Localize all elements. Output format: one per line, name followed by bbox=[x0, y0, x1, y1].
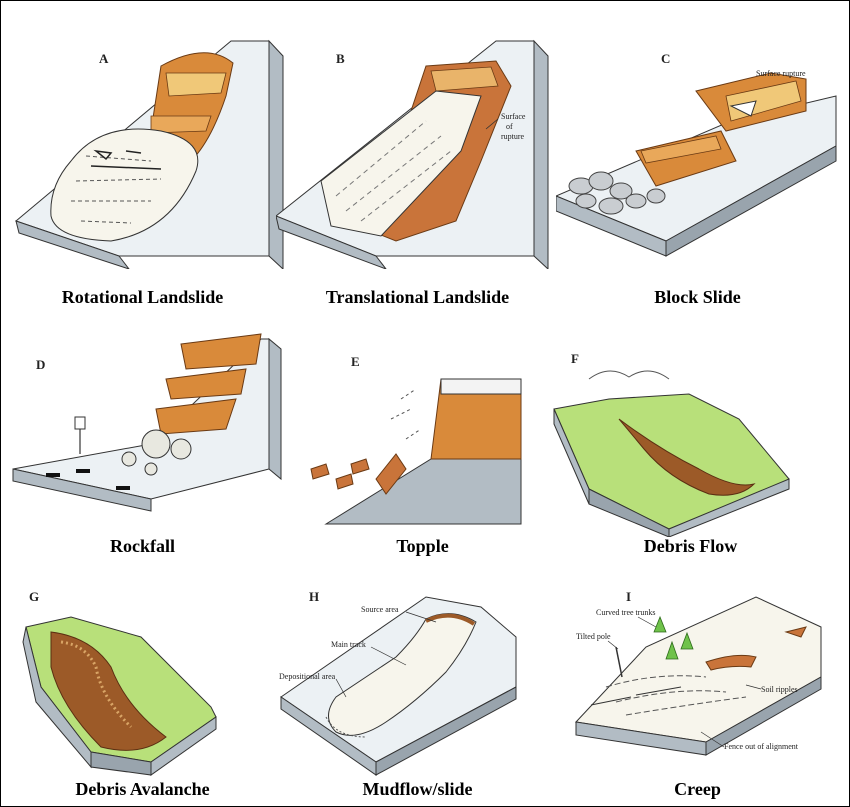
panel-rotational-landslide: A Rotational Landslide bbox=[1, 1, 284, 307]
debris-avalanche-illustration bbox=[22, 616, 217, 776]
rockfall-illustration bbox=[12, 333, 282, 512]
label-main-track: Main track bbox=[331, 640, 366, 649]
panel-letter: G bbox=[29, 589, 40, 604]
label-tilted-pole: Tilted pole bbox=[576, 632, 611, 641]
block-slide-illustration: Surface rupture bbox=[556, 69, 837, 257]
label-source-area: Source area bbox=[361, 605, 399, 614]
panel-letter: D bbox=[36, 357, 46, 372]
panel-letter: C bbox=[661, 51, 671, 66]
panel-block-slide: Surface rupture C Block Slide bbox=[556, 1, 839, 307]
label-soil-ripples: Soil ripples bbox=[761, 685, 798, 694]
label-depositional-area: Depositional area bbox=[279, 672, 336, 681]
label-of: of bbox=[506, 122, 513, 131]
mudflow-slide-illustration: Source area Main track Depositional area bbox=[279, 596, 517, 776]
panel-debris-avalanche: G Debris Avalanche bbox=[1, 537, 284, 805]
label-curved-tree-trunks: Curved tree trunks bbox=[596, 608, 656, 617]
topple-illustration bbox=[310, 378, 522, 525]
panel-translational-landslide: Surface of rupture B Translational Lands… bbox=[276, 1, 559, 307]
panel-caption: Creep bbox=[674, 779, 721, 799]
panel-letter: F bbox=[571, 351, 579, 366]
panel-letter: A bbox=[99, 51, 109, 66]
panel-caption: Topple bbox=[396, 536, 449, 556]
label-surface-rupture: Surface rupture bbox=[756, 69, 806, 78]
label-rupture: rupture bbox=[501, 132, 525, 141]
panel-letter: B bbox=[336, 51, 345, 66]
panel-letter: H bbox=[309, 589, 320, 604]
panel-rockfall: D Rockfall bbox=[1, 269, 284, 556]
panel-letter: E bbox=[351, 354, 360, 369]
debris-flow-illustration bbox=[553, 370, 790, 537]
panel-debris-flow: F Debris Flow bbox=[549, 269, 832, 556]
panel-letter: I bbox=[626, 589, 632, 604]
panel-caption: Mudflow/slide bbox=[362, 779, 473, 799]
translational-landslide-illustration: Surface of rupture bbox=[276, 39, 549, 269]
label-fence-out-of-alignment: Fence out of alignment bbox=[724, 742, 799, 751]
panel-topple: E Topple bbox=[281, 269, 564, 556]
rotational-landslide-illustration bbox=[14, 39, 284, 269]
panel-mudflow-slide: Source area Main track Depositional area… bbox=[276, 537, 559, 805]
panel-caption: Rockfall bbox=[110, 536, 175, 556]
panel-caption: Translational Landslide bbox=[325, 287, 510, 307]
creep-illustration: Curved tree trunks Tilted pole Soil ripp… bbox=[574, 596, 822, 756]
panel-creep: Curved tree trunks Tilted pole Soil ripp… bbox=[556, 537, 839, 805]
panel-caption: Debris Flow bbox=[643, 536, 738, 556]
label-surface: Surface bbox=[501, 112, 526, 121]
panel-caption: Block Slide bbox=[654, 287, 741, 307]
panel-caption: Debris Avalanche bbox=[75, 779, 210, 799]
panel-caption: Rotational Landslide bbox=[61, 287, 224, 307]
